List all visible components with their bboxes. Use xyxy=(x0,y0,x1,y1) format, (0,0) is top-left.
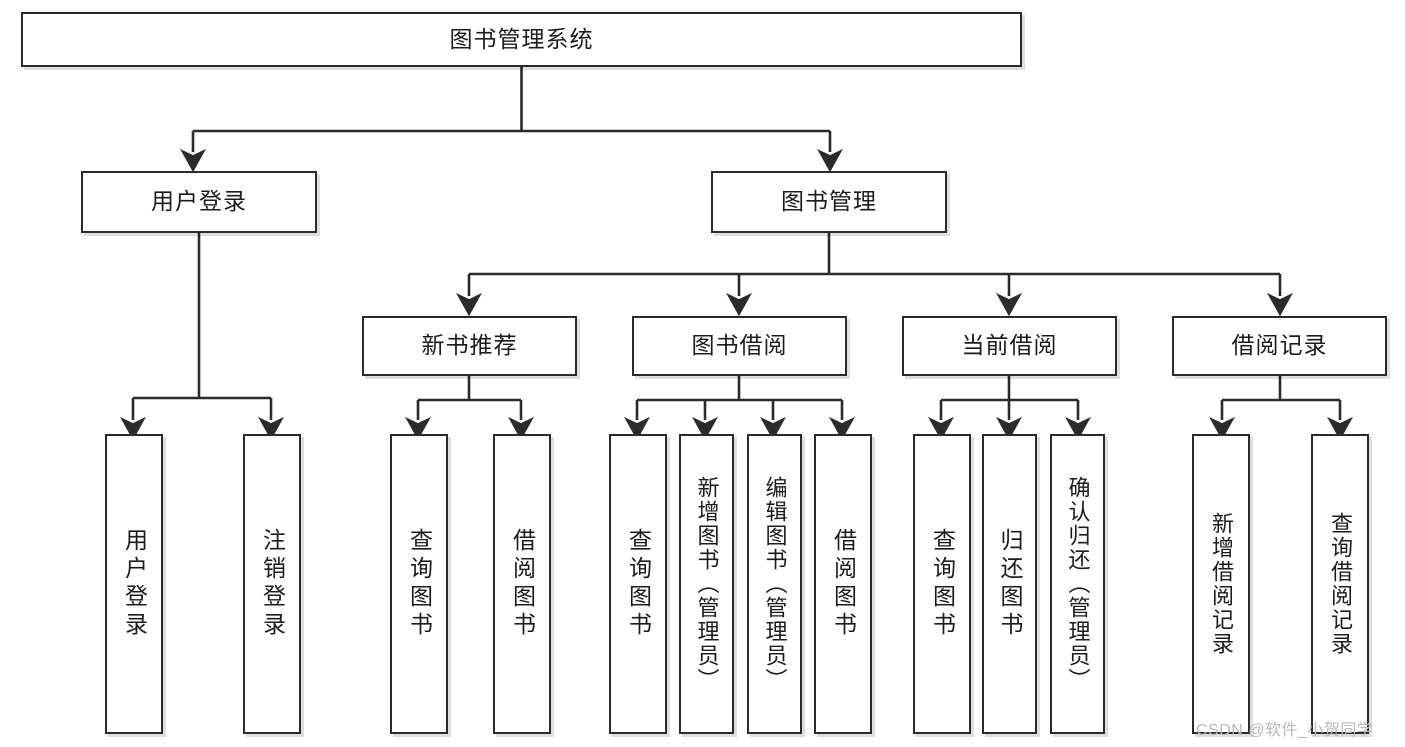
leaf-current-query-book[interactable]: 查询图书 xyxy=(913,434,971,734)
leaf-record-add-record-label: 新增借阅记录 xyxy=(1209,512,1234,656)
leaf-user-login-signout-label: 注销登录 xyxy=(259,528,286,640)
node-root[interactable]: 图书管理系统 xyxy=(21,12,1022,67)
leaf-recommend-query-book[interactable]: 查询图书 xyxy=(390,434,448,734)
node-borrow-record-label: 借阅记录 xyxy=(1231,332,1328,359)
node-user-login-label: 用户登录 xyxy=(151,188,247,215)
leaf-borrow-edit-book-label: 编辑图书（管理员） xyxy=(762,476,788,692)
node-book-borrow-label: 图书借阅 xyxy=(691,332,788,359)
leaf-user-login-signin[interactable]: 用户登录 xyxy=(105,434,163,734)
node-new-book-recommend-label: 新书推荐 xyxy=(421,332,518,359)
leaf-borrow-query-book[interactable]: 查询图书 xyxy=(609,434,667,734)
leaf-current-confirm-return-label: 确认归还（管理员） xyxy=(1065,476,1091,692)
csdn-watermark: CSDN @软件_小贺同学 xyxy=(1196,722,1374,739)
leaf-user-login-signout[interactable]: 注销登录 xyxy=(243,434,301,734)
leaf-record-add-record[interactable]: 新增借阅记录 xyxy=(1192,434,1250,734)
leaf-borrow-add-book[interactable]: 新增图书（管理员） xyxy=(679,434,734,734)
leaf-borrow-borrow-book-label: 借阅图书 xyxy=(830,528,857,640)
leaf-recommend-query-book-label: 查询图书 xyxy=(406,528,433,640)
node-user-login[interactable]: 用户登录 xyxy=(81,171,317,233)
node-root-label: 图书管理系统 xyxy=(449,25,594,52)
leaf-borrow-query-book-label: 查询图书 xyxy=(625,528,652,640)
leaf-current-return-book-label: 归还图书 xyxy=(997,528,1023,640)
leaf-borrow-add-book-label: 新增图书（管理员） xyxy=(694,476,720,692)
leaf-recommend-borrow-book[interactable]: 借阅图书 xyxy=(493,434,551,734)
leaf-borrow-borrow-book[interactable]: 借阅图书 xyxy=(814,434,872,734)
leaf-current-confirm-return[interactable]: 确认归还（管理员） xyxy=(1050,434,1105,734)
node-book-management[interactable]: 图书管理 xyxy=(711,171,947,233)
node-current-borrow-label: 当前借阅 xyxy=(961,332,1058,359)
leaf-borrow-edit-book[interactable]: 编辑图书（管理员） xyxy=(747,434,802,734)
leaf-record-query-record-label: 查询借阅记录 xyxy=(1328,512,1353,656)
leaf-recommend-borrow-book-label: 借阅图书 xyxy=(509,528,536,640)
leaf-current-query-book-label: 查询图书 xyxy=(929,528,956,640)
leaf-current-return-book[interactable]: 归还图书 xyxy=(982,434,1037,734)
leaf-record-query-record[interactable]: 查询借阅记录 xyxy=(1311,434,1369,734)
node-current-borrow[interactable]: 当前借阅 xyxy=(902,316,1117,376)
node-new-book-recommend[interactable]: 新书推荐 xyxy=(362,316,577,376)
node-borrow-record[interactable]: 借阅记录 xyxy=(1172,316,1387,376)
node-book-borrow[interactable]: 图书借阅 xyxy=(632,316,847,376)
leaf-user-login-signin-label: 用户登录 xyxy=(121,528,148,640)
node-book-management-label: 图书管理 xyxy=(781,188,877,215)
